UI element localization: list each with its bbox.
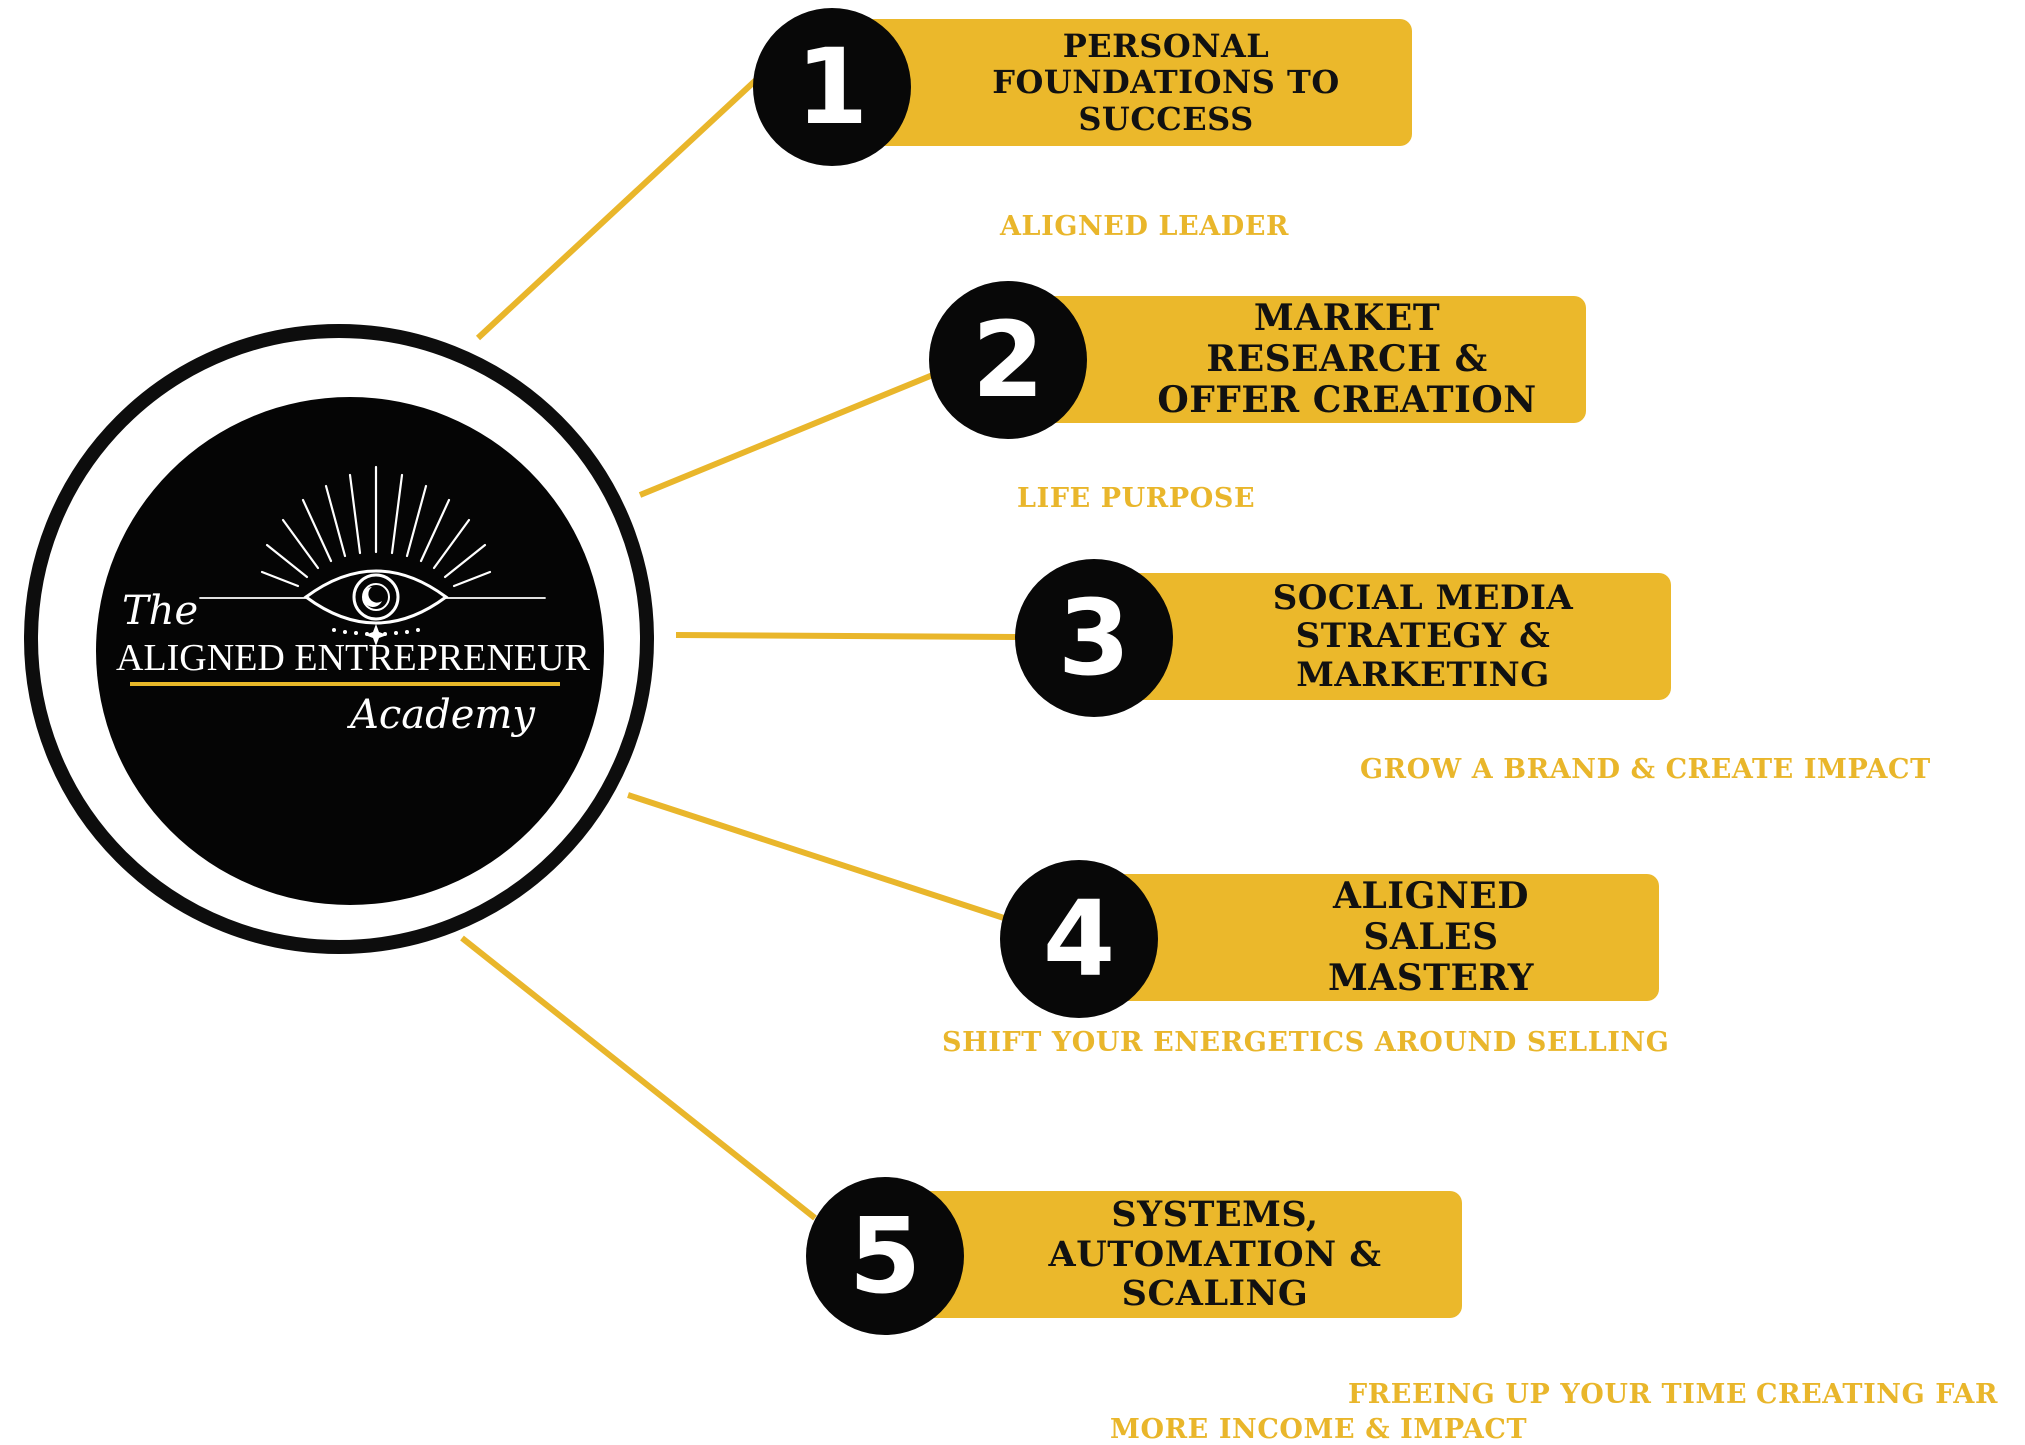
step-5-subtitle-line-2: MORE INCOME & IMPACT: [1110, 1414, 1528, 1445]
step-5-banner: SYSTEMS, AUTOMATION & SCALING: [918, 1191, 1462, 1318]
step-2-title: MARKET RESEARCH & OFFER CREATION: [1157, 297, 1537, 421]
connector-4: [627, 792, 1011, 923]
step-1-subtitle: ALIGNED LEADER: [1000, 211, 1290, 242]
step-2-banner: MARKET RESEARCH & OFFER CREATION: [1038, 296, 1586, 423]
step-4-number-badge: 4: [1000, 860, 1158, 1018]
step-3-number-badge: 3: [1015, 559, 1173, 717]
step-4-title: ALIGNED SALES MASTERY: [1327, 875, 1535, 999]
step-3-number: 3: [1057, 577, 1131, 699]
logo-gold-rule: [130, 682, 560, 686]
step-4-banner: ALIGNED SALES MASTERY: [1113, 874, 1659, 1001]
step-2-number: 2: [971, 299, 1045, 421]
logo-academy-script: Academy: [350, 692, 535, 738]
step-5-subtitle-part-b: CREATING FAR: [1756, 1379, 1999, 1410]
step-5-number: 5: [848, 1195, 922, 1317]
step-2-number-badge: 2: [929, 281, 1087, 439]
connector-1: [475, 77, 759, 341]
logo-wordmark: ALIGNED ENTREPRENEUR: [116, 637, 590, 679]
step-1-number-badge: 1: [753, 8, 911, 166]
connector-2: [638, 369, 942, 498]
step-5-number-badge: 5: [806, 1177, 964, 1335]
connector-3: [675, 632, 1021, 640]
step-5-subtitle-part-a: FREEING UP YOUR TIME: [1348, 1379, 1748, 1410]
step-2-subtitle: LIFE PURPOSE: [1017, 483, 1256, 514]
step-1-banner: PERSONAL FOUNDATIONS TO SUCCESS: [860, 19, 1412, 146]
connector-5: [460, 935, 817, 1221]
step-5-title: SYSTEMS, AUTOMATION & SCALING: [1048, 1194, 1382, 1315]
step-1-number: 1: [795, 26, 869, 148]
step-4-subtitle: SHIFT YOUR ENERGETICS AROUND SELLING: [942, 1027, 1670, 1058]
logo-the-script: The: [122, 588, 199, 634]
step-3-subtitle: GROW A BRAND & CREATE IMPACT: [1360, 754, 1931, 785]
step-1-title: PERSONAL FOUNDATIONS TO SUCCESS: [992, 27, 1340, 138]
step-4-number: 4: [1042, 878, 1116, 1000]
step-3-banner: SOCIAL MEDIA STRATEGY & MARKETING: [1125, 573, 1671, 700]
step-3-title: SOCIAL MEDIA STRATEGY & MARKETING: [1272, 577, 1574, 695]
